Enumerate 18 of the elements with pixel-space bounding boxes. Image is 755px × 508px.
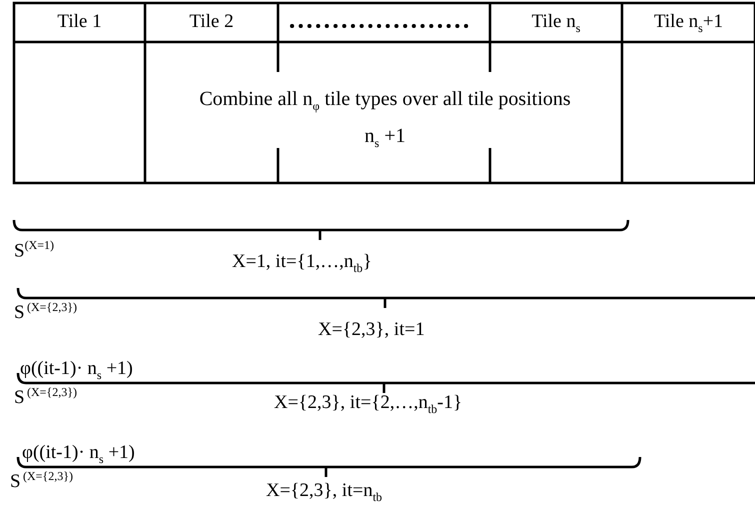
- description-text: Combine all n$_{φ}$ tile types over all tile positions n$_{s}$ +1: [198, 87, 572, 152]
- column-header: Tile n$_{s}$: [530, 11, 582, 37]
- set-symbol: S$^{(X=1)}$: [14, 237, 54, 262]
- set-symbol: S: [10, 471, 21, 493]
- formula-label: φ((it-1)· n$_{s}$ +1): [20, 358, 133, 384]
- set-superscript: (X={2,3}): [23, 469, 73, 483]
- range-label: X=1, it={1,…,n$_{tb}$}: [232, 251, 372, 277]
- column-header: Tile n$_{s}$+1: [652, 11, 724, 37]
- set-symbol: S: [14, 302, 25, 324]
- range-label: X={2,3}, it={2,…,n$_{tb}$-1}: [274, 392, 462, 418]
- range-label: X={2,3}, it=n$_{tb}$: [266, 480, 382, 506]
- range-label: X={2,3}, it=1: [318, 319, 425, 341]
- column-header: Tile 2: [188, 11, 235, 33]
- column-header: Tile 1: [56, 11, 103, 33]
- formula-label: φ((it-1)· n$_{s}$ +1): [22, 442, 135, 468]
- set-superscript: (X={2,3}): [27, 300, 77, 314]
- set-symbol: S: [14, 387, 25, 409]
- set-superscript: (X={2,3}): [27, 385, 77, 399]
